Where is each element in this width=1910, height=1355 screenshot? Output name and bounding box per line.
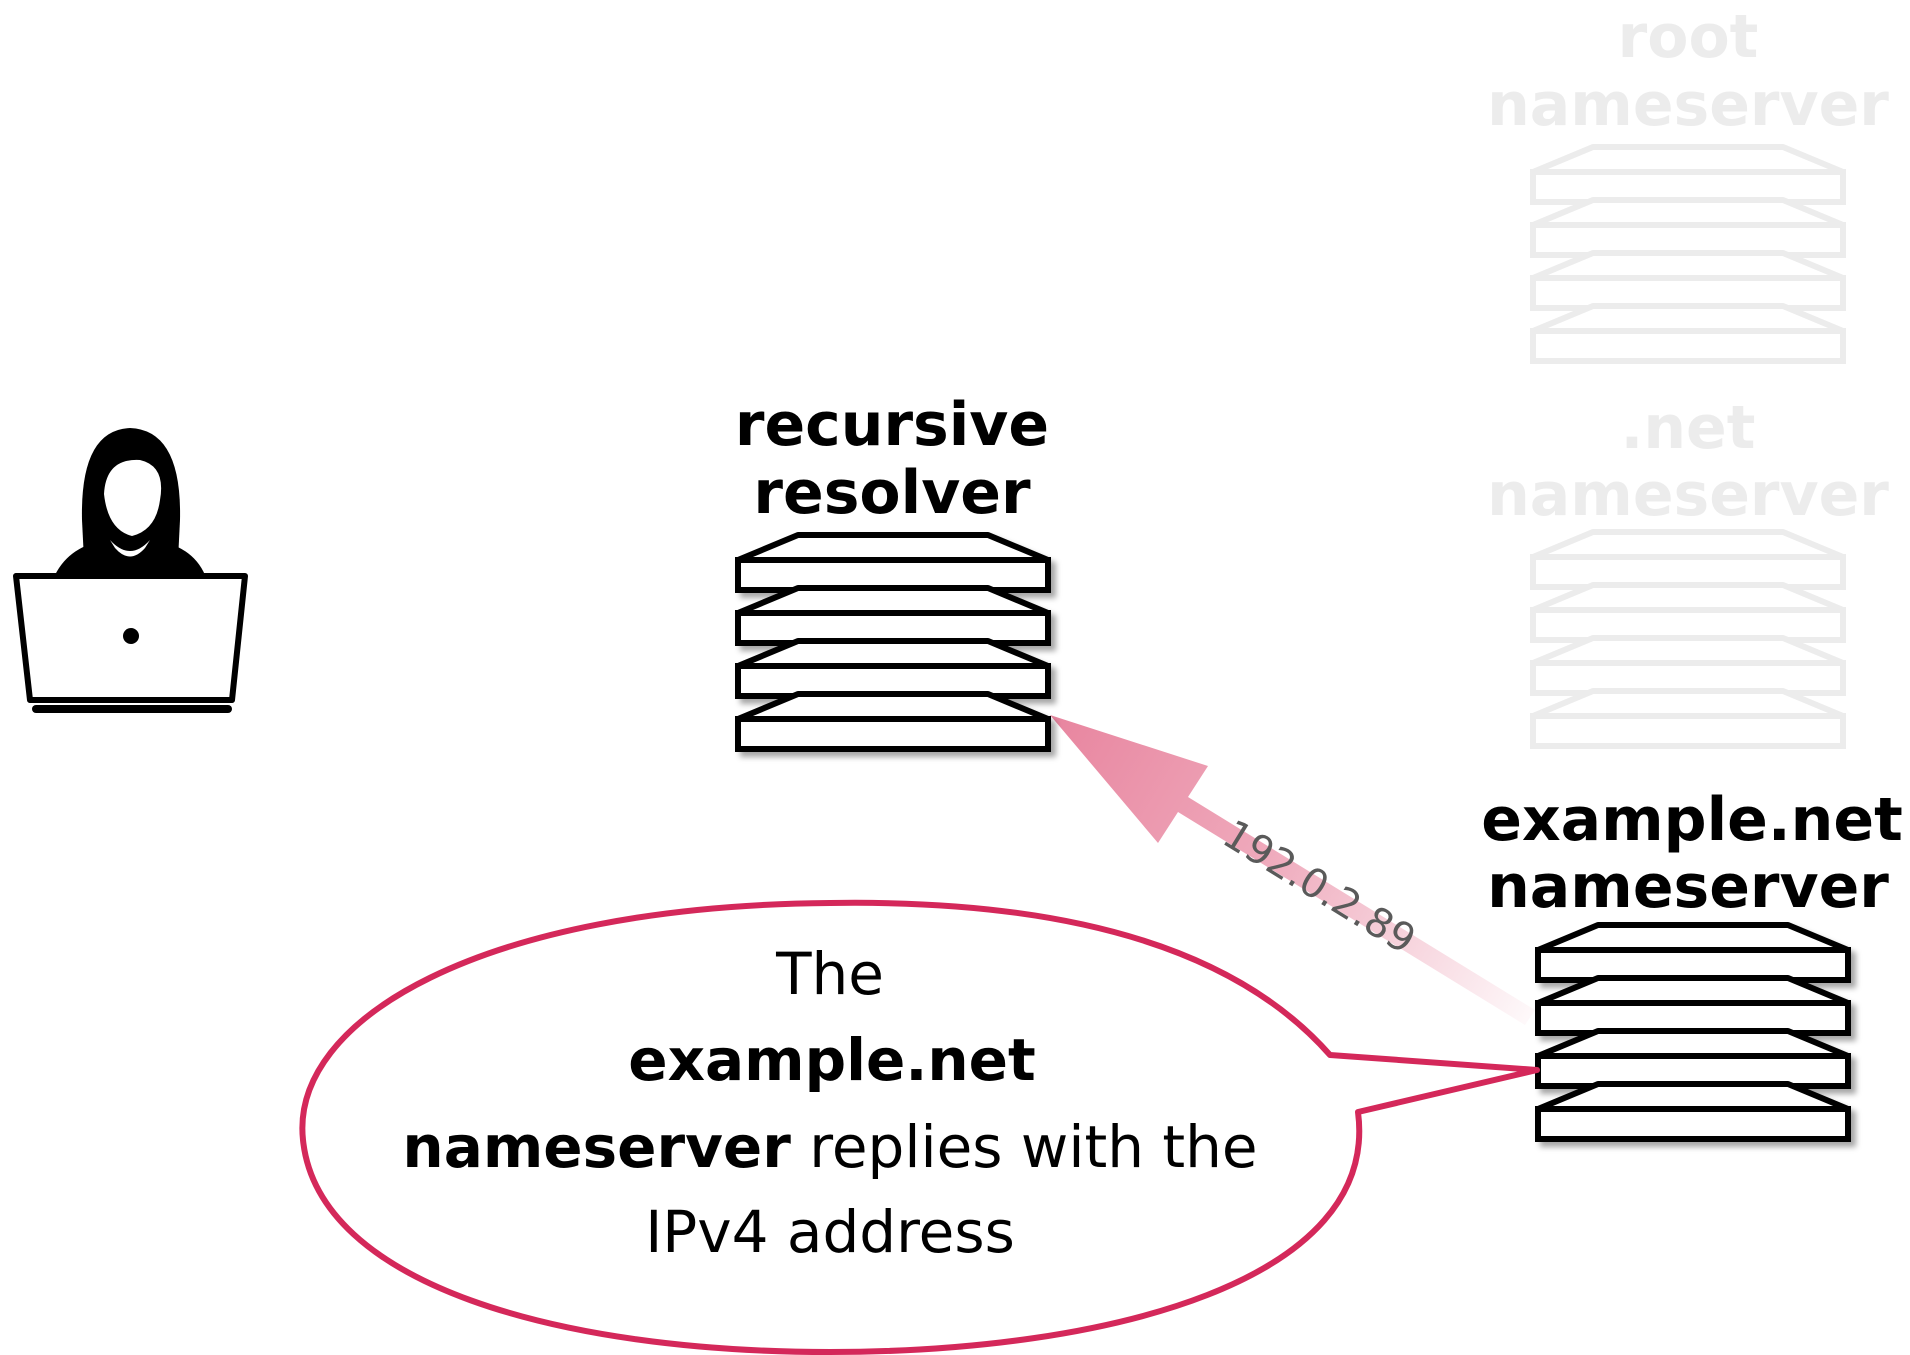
- example-nameserver-label-line2: nameserver: [1487, 852, 1889, 922]
- callout-line3-bold: nameserver: [402, 1113, 791, 1181]
- speech-bubble-outline: [299, 899, 1540, 1355]
- example-net-nameserver: example.net nameserver: [1481, 785, 1903, 1139]
- net-server-stack-icon: [1533, 532, 1843, 746]
- net-nameserver: .net nameserver: [1487, 393, 1889, 746]
- ip-address-label: 192.0.2.89: [1215, 811, 1423, 963]
- resolver-label-line1: recursive: [735, 390, 1049, 460]
- resolver-server-stack-icon: [738, 535, 1048, 749]
- resolver-label-line2: resolver: [753, 458, 1031, 528]
- callout-line4: IPv4 address: [645, 1198, 1015, 1266]
- callout-line3-rest: replies with the: [791, 1113, 1258, 1181]
- response-arrow-shape: [1050, 715, 1535, 1025]
- user-laptop-icon: [13, 428, 248, 713]
- speech-bubble-callout: The example.net nameserver replies with …: [299, 899, 1540, 1355]
- root-server-stack-icon: [1533, 147, 1843, 361]
- example-nameserver-label-line1: example.net: [1481, 785, 1903, 855]
- example-server-stack-icon: [1538, 925, 1848, 1139]
- root-nameserver: root nameserver: [1487, 2, 1889, 361]
- callout-line1: The: [775, 940, 884, 1008]
- root-nameserver-label-line2: nameserver: [1487, 70, 1889, 140]
- callout-line3: nameserver replies with the: [402, 1113, 1257, 1181]
- recursive-resolver: recursive resolver: [735, 390, 1049, 749]
- callout-line2: example.net: [628, 1026, 1035, 1094]
- net-nameserver-label-line1: .net: [1621, 393, 1756, 463]
- net-nameserver-label-line2: nameserver: [1487, 460, 1889, 530]
- root-nameserver-label-line1: root: [1618, 2, 1759, 72]
